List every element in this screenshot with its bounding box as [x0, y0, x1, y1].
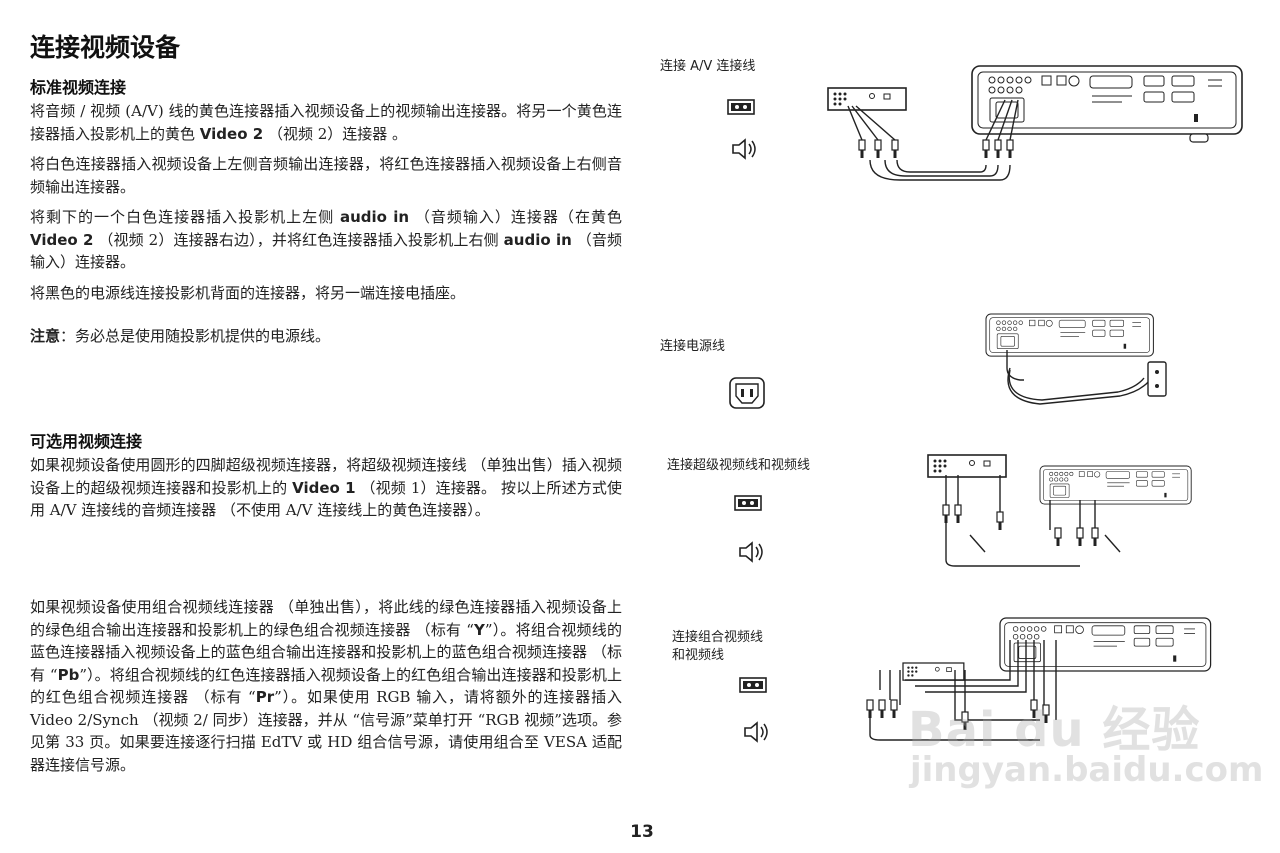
text-run: ”）。如果使用 RGB 输入，请将额外的连接器插入 Video 2/Synch … [30, 688, 622, 774]
bold-run: audio in [340, 208, 410, 226]
speaker-icon [744, 722, 768, 742]
standard-paragraph-3: 将剩下的一个白色连接器插入投影机上左侧 audio in （音频输入）连接器（在… [30, 206, 622, 274]
note-block: 注意：务必总是使用随投影机提供的电源线。 [30, 325, 622, 356]
speaker-icon [739, 542, 763, 562]
component-section: 如果视频设备使用组合视频线连接器 （单独出售），将此线的绿色连接器插入视频设备上… [30, 596, 622, 784]
power-figure-label: 连接电源线 [660, 339, 726, 354]
power-socket-icon [729, 377, 765, 409]
text-column: 连接视频设备 标准视频连接 将音频 / 视频 (A/V) 线的黄色连接器插入视频… [30, 28, 622, 774]
standard-paragraph-2: 将白色连接器插入视频设备上左侧音频输出连接器，将红色连接器插入视频设备上右侧音频… [30, 155, 622, 196]
bold-run: Video 2 [199, 124, 264, 143]
component-label-line-1: 连接组合视频线 [672, 630, 764, 645]
projector-back-component-illustration [999, 617, 1212, 672]
video-connector-icon [734, 495, 762, 511]
standard-heading: 标准视频连接 [30, 78, 127, 97]
text-run: 如果视频设备使用组合视频线连接器 （单独出售），将此线的绿色连接器插入视频设备上… [30, 598, 622, 639]
video-connector-icon [739, 677, 767, 693]
component-paragraph: 如果视频设备使用组合视频线连接器 （单独出售），将此线的绿色连接器插入视频设备上… [30, 596, 622, 776]
projector-back-power-illustration [985, 313, 1154, 357]
text-run: （音频输入）连接器（在黄色 [414, 208, 622, 226]
optional-paragraph-1: 如果视频设备使用圆形的四脚超级视频连接器，将超级视频连接线 （单独出售）插入视频… [30, 454, 622, 522]
note-text: ：务必总是使用随投影机提供的电源线。 [60, 327, 331, 345]
speaker-icon [732, 139, 756, 159]
text-run: ”）。将组合视频线的蓝色连接器插入视频设备上的蓝色组合输出连接器和投影机上的蓝色… [30, 620, 622, 684]
video-connector-icon [727, 99, 755, 115]
bold-run: Pr [255, 688, 275, 706]
standard-connection-section: 标准视频连接 将音频 / 视频 (A/V) 线的黄色连接器插入视频设备上的视频输… [30, 74, 622, 312]
component-figure-label: 连接组合视频线 和视频线 [672, 629, 763, 665]
text-run: 如果视频设备使用圆形的四脚超级视频连接器，将超级视频连接线 （单独出售）插入视频… [30, 456, 622, 497]
note-label: 注意 [30, 327, 61, 345]
text-run: （视频 2）连接器右边），并将红色连接器插入投影机上右侧 [98, 230, 499, 249]
video-device-illustration [927, 454, 1007, 478]
text-run: （视频 1）连接器。 按以上所述方式使用 A/V 连接线的音频连接器 （不使用 … [30, 478, 622, 520]
standard-paragraph-1: 将音频 / 视频 (A/V) 线的黄色连接器插入视频设备上的视频输出连接器。将另… [30, 100, 622, 145]
video-device-illustration [827, 87, 907, 111]
note-paragraph: 注意：务必总是使用随投影机提供的电源线。 [30, 325, 622, 348]
projector-back-illustration [971, 65, 1243, 135]
bold-run: Video 2 [30, 230, 94, 249]
optional-connection-section: 可选用视频连接 如果视频设备使用圆形的四脚超级视频连接器，将超级视频连接线 （单… [30, 428, 622, 530]
standard-paragraph-4: 将黑色的电源线连接投影机背面的连接器，将另一端连接电插座。 [30, 283, 466, 302]
projector-back-svideo-illustration [1039, 465, 1192, 505]
component-label-line-2: 和视频线 [672, 648, 725, 663]
bold-run: Pb [57, 665, 80, 684]
text-run: 将剩下的一个白色连接器插入投影机上左侧 [30, 208, 335, 226]
text-run: 将音频 / 视频 (A/V) 线的黄色连接器插入视频设备上的视频输出连接器。将另… [30, 102, 622, 143]
optional-heading: 可选用视频连接 [30, 432, 143, 451]
page-title: 连接视频设备 [30, 33, 181, 62]
bold-run: Video 1 [292, 478, 356, 497]
text-run: （音频输入）连接器。 [30, 230, 622, 272]
av-figure-label: 连接 A/V 连接线 [660, 59, 756, 74]
bold-run: audio in [503, 230, 572, 249]
page-number: 13 [630, 822, 654, 842]
text-run: ”）。将组合视频线的红色连接器插入视频设备上的红色组合输出连接器和投影机上的红色… [30, 665, 622, 707]
svideo-figure-label: 连接超级视频线和视频线 [667, 458, 811, 473]
bold-run: Y [473, 620, 485, 639]
text-run: （视频 2）连接器 。 [267, 124, 408, 143]
